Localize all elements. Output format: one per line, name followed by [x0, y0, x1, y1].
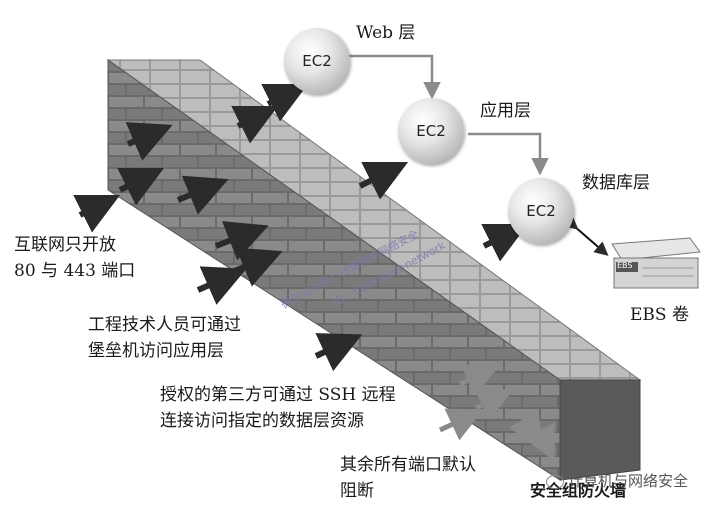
arrow-inbound-8 [314, 333, 363, 372]
brand-tag-text: 计算机与网络安全 [568, 472, 689, 490]
blocked-note-line1: 其余所有端口默认 [340, 455, 476, 475]
arrow-inbound-2 [117, 167, 165, 206]
arrow-blocked-3 [474, 389, 514, 421]
inbound-arrows [73, 122, 363, 372]
internet-note-line1: 互联网只开放 [14, 235, 116, 255]
ec2-web-node: EC2 [284, 28, 350, 94]
blocked-note-line2: 阻断 [340, 481, 374, 501]
engineer-note-line2: 堡垒机访问应用层 [88, 341, 224, 361]
engineer-note-line1: 工程技术人员可通过 [88, 315, 241, 335]
brand-tag: 计算机与网络安全 [546, 470, 688, 491]
ec2-app-label: EC2 [416, 122, 446, 140]
arrow-allowed-web-2 [261, 83, 309, 122]
ec2-app-node: EC2 [398, 98, 464, 164]
blocked-arrows [438, 364, 555, 462]
allowed-arrows [231, 83, 529, 262]
arrow-blocked-1 [438, 408, 484, 441]
ebs-badge: EBS [617, 261, 633, 270]
arrow-inbound-3 [125, 122, 173, 161]
arrow-allowed-app [358, 161, 409, 200]
ec2-web-label: EC2 [302, 52, 332, 70]
arrow-blocked-2 [458, 364, 500, 397]
ec2-db-label: EC2 [526, 202, 556, 220]
tier-connectors [344, 54, 549, 176]
arrow-inbound-6 [214, 221, 269, 261]
wechat-icon [546, 474, 564, 489]
app-tier-label: 应用层 [480, 101, 531, 121]
arrow-inbound-7 [230, 247, 283, 287]
arrow-inbound-5 [196, 266, 247, 305]
connector-web-app [344, 54, 441, 100]
arrow-allowed-web-1 [231, 105, 279, 144]
db-tier-label: 数据库层 [582, 173, 650, 193]
ec2-db-node: EC2 [508, 178, 574, 244]
arrow-allowed-db [481, 223, 529, 262]
wall-side [559, 379, 641, 481]
ebs-volume-icon [611, 237, 701, 289]
arrow-inbound-4 [176, 175, 229, 215]
third-party-note-line1: 授权的第三方可通过 SSH 远程 [160, 385, 396, 405]
third-party-note-line2: 连接访问指定的数据层资源 [160, 411, 364, 431]
db-ebs-link [563, 215, 609, 256]
connector-app-db [468, 132, 549, 176]
arrow-blocked-5 [523, 422, 555, 462]
web-tier-label: Web 层 [356, 23, 416, 43]
ebs-volume-label: EBS 卷 [630, 305, 689, 325]
arrow-inbound-1 [73, 194, 121, 233]
internet-note-line2: 80 与 443 端口 [14, 261, 136, 281]
